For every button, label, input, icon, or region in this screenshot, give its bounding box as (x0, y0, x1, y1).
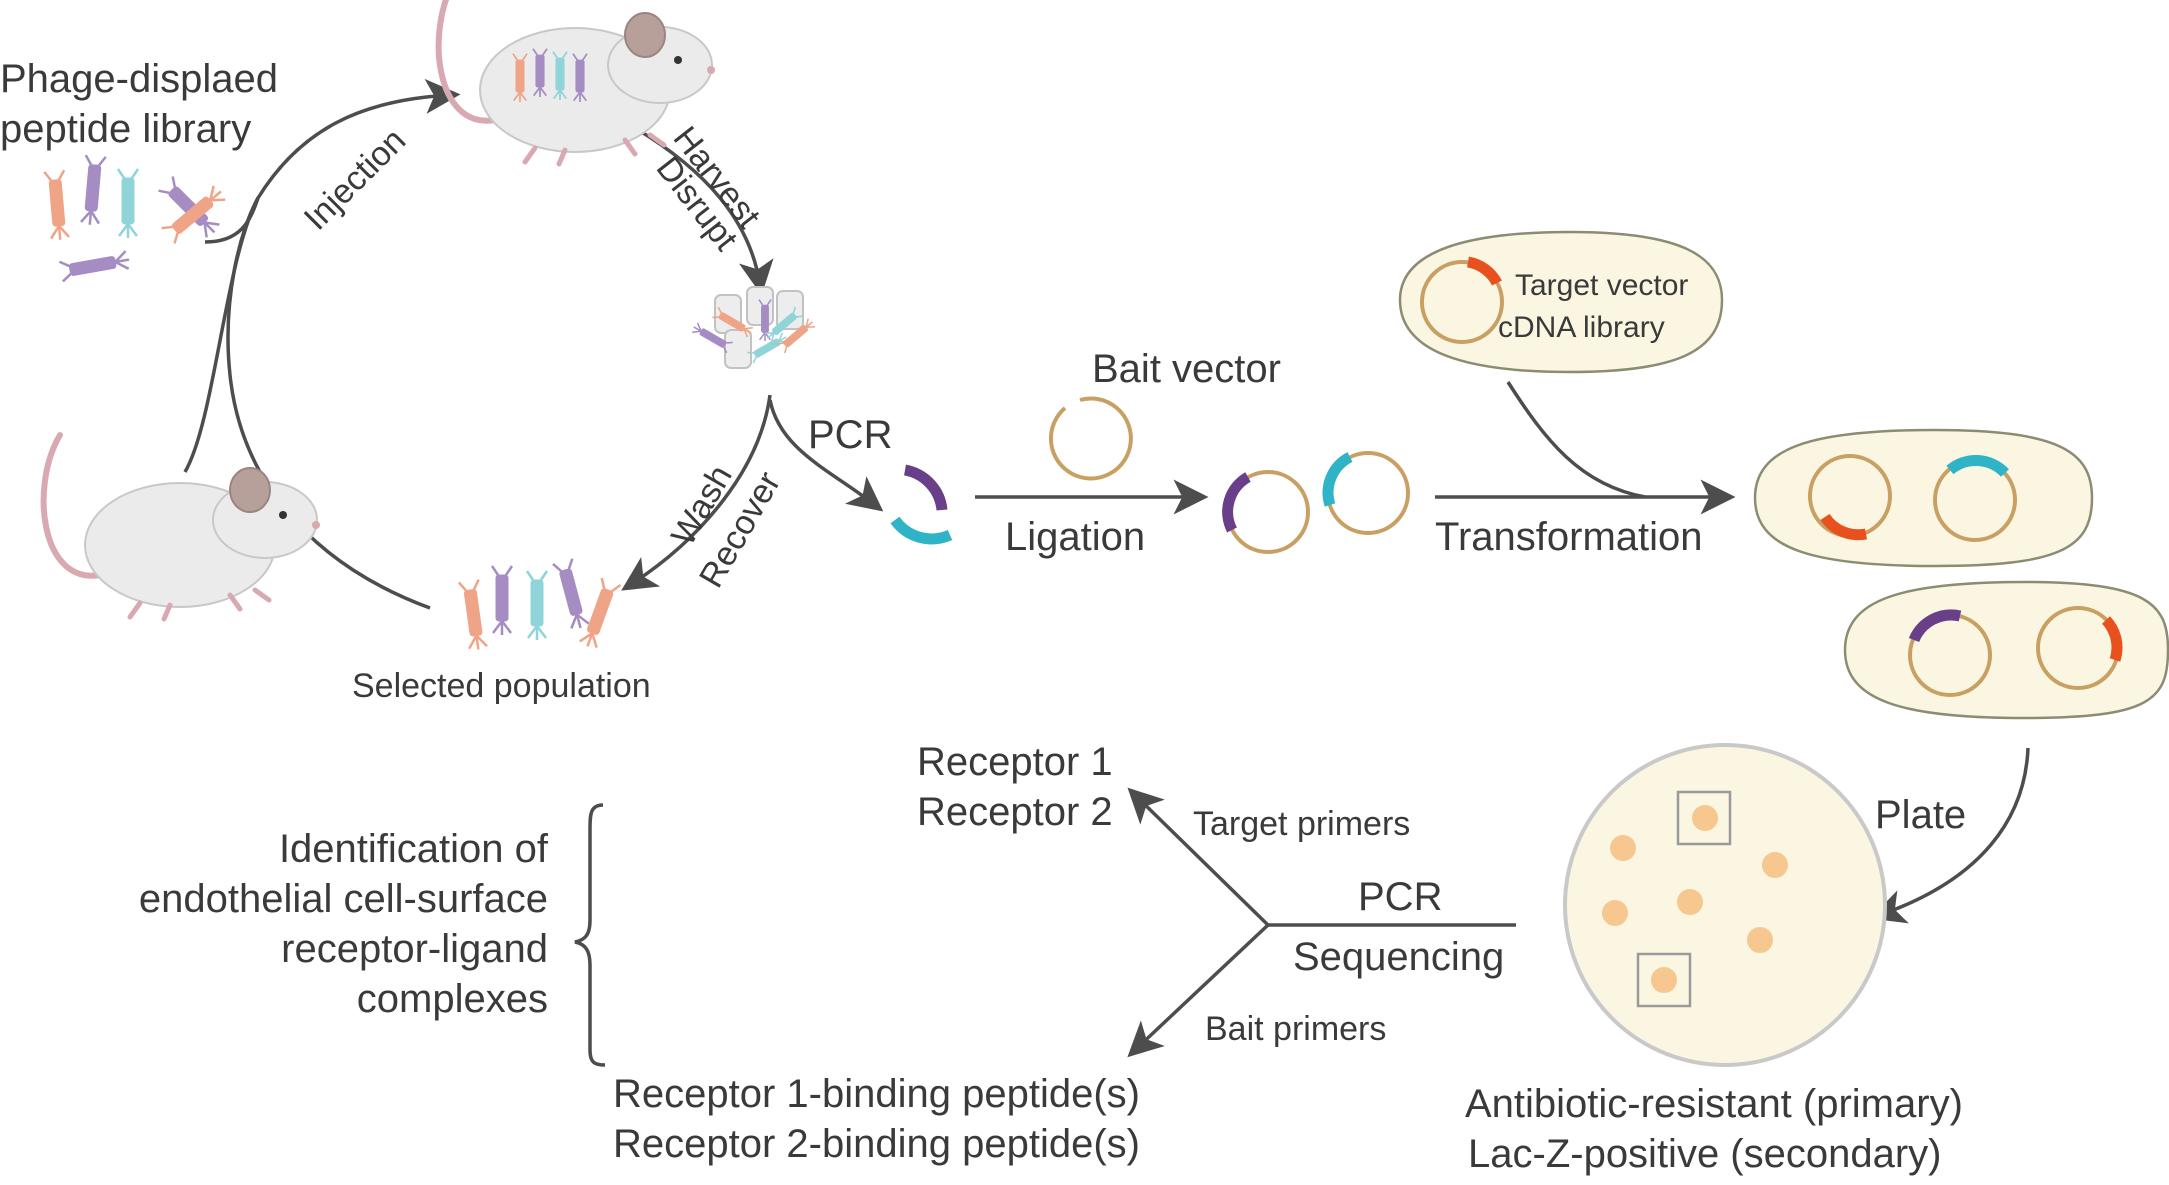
transformed-cell-2 (1843, 580, 2169, 720)
lacz-positive-label: Lac-Z-positive (secondary) (1468, 1132, 1942, 1176)
identification-line3: receptor-ligand (281, 927, 548, 971)
identification-line2: endothelial cell-surface (139, 877, 548, 921)
library-label-line1: Phage-displaed (0, 57, 278, 101)
agar-plate (1563, 743, 1887, 1067)
bait-plasmids-ligated (1222, 451, 1410, 554)
target-primers-label: Target primers (1193, 805, 1410, 843)
plate-label: Plate (1875, 793, 1966, 837)
target-vector-label-line1: Target vector (1515, 269, 1688, 302)
selected-colony-box (1676, 790, 1732, 846)
bait-vector-label: Bait vector (1092, 347, 1281, 391)
target-vector-merge-line (1506, 381, 1646, 499)
injection-arrow (183, 78, 461, 473)
bait-vector-open-plasmid (1048, 396, 1133, 481)
injection-label: Injection (297, 121, 413, 237)
antibiotic-resistant-label: Antibiotic-resistant (primary) (1465, 1082, 1963, 1126)
receptor2-peptide-label: Receptor 2-binding peptide(s) (613, 1122, 1140, 1166)
selected-population-label: Selected population (352, 667, 651, 705)
pcr-fragments (890, 464, 953, 545)
pcr-bottom-label: PCR (1358, 875, 1442, 919)
library-label-line2: peptide library (0, 107, 251, 151)
receptor1-peptide-label: Receptor 1-binding peptide(s) (613, 1072, 1140, 1116)
mouse-bottom (44, 435, 320, 619)
target-vector-cell (1398, 230, 1724, 374)
receptor1-label: Receptor 1 (917, 740, 1113, 784)
bait-primers-label: Bait primers (1205, 1010, 1386, 1048)
plate-arrow (1870, 747, 2030, 924)
transformed-cell-1 (1753, 428, 2094, 568)
sequencing-fork (1127, 787, 1516, 1058)
pcr-branch-arrow (768, 399, 884, 512)
identification-line4: complexes (357, 977, 548, 1021)
target-vector-label-line2: cDNA library (1498, 311, 1665, 344)
identification-line1: Identification of (279, 827, 549, 871)
phage-library-cluster (43, 153, 229, 283)
wash-recover-arrow (621, 394, 772, 591)
sequencing-label: Sequencing (1293, 935, 1504, 979)
selected-phage-population (457, 557, 622, 653)
pcr-top-label: PCR (808, 413, 892, 457)
disrupted-tissue-cluster (690, 286, 818, 369)
selected-colony-box (1636, 952, 1692, 1008)
ligation-label: Ligation (1005, 515, 1145, 559)
transformation-label: Transformation (1435, 515, 1703, 559)
receptor2-label: Receptor 2 (917, 790, 1113, 834)
identification-bracket (574, 803, 606, 1067)
colonies (1602, 805, 1788, 993)
outer-return-arc (226, 197, 431, 610)
